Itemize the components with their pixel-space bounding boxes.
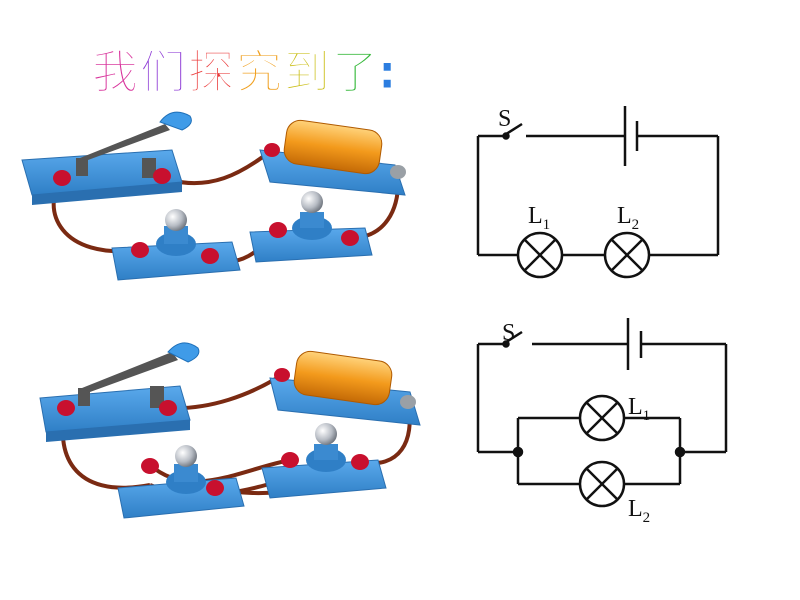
knife-switch [21, 111, 192, 205]
series-lamp2-label: L2 [617, 203, 639, 233]
parallel-schematic [476, 318, 728, 508]
junction-dot [674, 446, 686, 458]
title-char-5: 到 [284, 45, 330, 99]
battery-holder [269, 350, 421, 426]
parallel-switch-label: S [502, 320, 515, 346]
lamp-symbol-l1 [516, 231, 564, 279]
series-circuit-illustration [21, 111, 406, 281]
lamp-holder-1 [117, 445, 245, 519]
title-char-4: 究 [236, 45, 282, 99]
series-schematic [476, 106, 720, 279]
lamp-holder-2 [249, 191, 373, 263]
title-char-1: 我 [92, 45, 138, 99]
series-switch-label: S [498, 106, 511, 132]
lamp-holder-1 [111, 209, 241, 281]
junction-dot [512, 446, 524, 458]
title-char-6: 了 [332, 45, 378, 99]
parallel-circuit-illustration [39, 342, 421, 519]
title-char-3: 探 [188, 45, 234, 99]
slide-title: 我 们 探 究 到 了 : [92, 45, 397, 100]
wire [169, 148, 274, 186]
title-char-7: : [378, 45, 396, 99]
lamp-symbol-l2 [578, 460, 626, 508]
knife-switch [39, 342, 200, 442]
lamp-holder-2 [261, 423, 387, 499]
lamp-symbol-l1 [578, 394, 626, 442]
series-lamp1-label: L1 [528, 203, 550, 233]
lamp-symbol-l2 [603, 231, 651, 279]
parallel-lamp2-label: L2 [628, 496, 650, 526]
title-char-2: 们 [140, 45, 186, 99]
battery-holder [259, 119, 406, 196]
parallel-lamp1-label: L1 [628, 394, 650, 424]
